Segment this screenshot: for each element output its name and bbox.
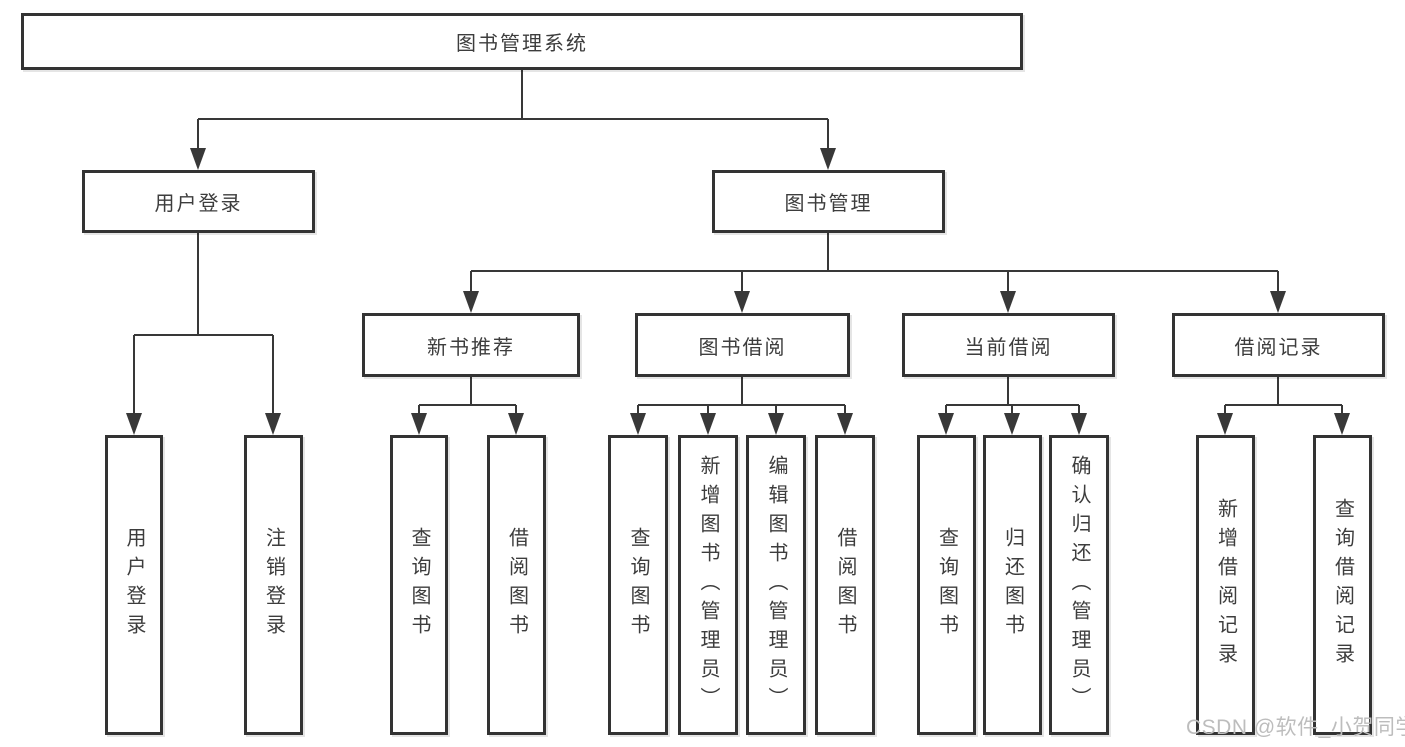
connector-book-management-to-level3: [470, 233, 1279, 297]
arrow-down-icon: [190, 148, 206, 170]
arrow-down-icon: [820, 148, 836, 170]
node-label: 确认归还（管理员）: [1068, 454, 1090, 716]
arrow-down-icon: [1000, 291, 1016, 313]
connector-current-to-leaves: [945, 377, 1080, 418]
node-return-books: 归还图书: [983, 435, 1042, 735]
node-library-system: 图书管理系统: [21, 13, 1023, 70]
arrow-down-icon: [1004, 413, 1020, 435]
node-query-books-current: 查询图书: [917, 435, 976, 735]
node-borrowing-records: 借阅记录: [1172, 313, 1385, 377]
node-query-books-recommend: 查询图书: [390, 435, 448, 735]
node-label: 图书借阅: [698, 336, 787, 359]
node-query-books-borrowing: 查询图书: [608, 435, 668, 735]
node-label: 归还图书: [1001, 527, 1024, 643]
csdn-watermark: CSDN @软件_小贺同学: [1186, 716, 1405, 739]
arrow-down-icon: [938, 413, 954, 435]
node-confirm-return-admin: 确认归还（管理员）: [1049, 435, 1109, 735]
arrow-down-icon: [265, 413, 281, 435]
node-borrow-books-borrowing: 借阅图书: [815, 435, 875, 735]
node-borrow-books-recommend: 借阅图书: [487, 435, 546, 735]
arrow-down-icon: [1217, 413, 1233, 435]
node-label: 查询图书: [408, 527, 430, 643]
node-book-borrowing: 图书借阅: [635, 313, 850, 377]
node-book-management: 图书管理: [712, 170, 945, 233]
node-label: 新增借阅记录: [1214, 498, 1237, 672]
connector-user-login-to-leaves: [133, 233, 274, 418]
node-current-borrowing: 当前借阅: [902, 313, 1115, 377]
node-add-borrow-record: 新增借阅记录: [1196, 435, 1255, 735]
node-label: 新书推荐: [427, 336, 515, 359]
node-new-book-recommend: 新书推荐: [362, 313, 580, 377]
node-label: 查询图书: [935, 527, 958, 643]
node-label: 借阅图书: [834, 527, 856, 643]
node-edit-books-admin: 编辑图书（管理员）: [746, 435, 806, 735]
node-label: 编辑图书（管理员）: [765, 454, 787, 716]
arrow-down-icon: [734, 291, 750, 313]
node-logout-action: 注销登录: [244, 435, 303, 735]
arrow-down-icon: [463, 291, 479, 313]
node-label: 借阅记录: [1234, 336, 1323, 359]
node-user-login: 用户登录: [82, 170, 315, 233]
arrow-down-icon: [837, 413, 853, 435]
arrow-down-icon: [630, 413, 646, 435]
node-add-books-admin: 新增图书（管理员）: [678, 435, 738, 735]
node-label: 查询图书: [627, 527, 649, 643]
node-label: 注销登录: [262, 527, 285, 643]
connector-root-to-level2: [197, 70, 829, 152]
node-label: 用户登录: [123, 527, 145, 643]
node-query-borrow-record: 查询借阅记录: [1313, 435, 1372, 735]
node-label: 用户登录: [154, 193, 243, 215]
node-label: 查询借阅记录: [1331, 498, 1354, 672]
arrow-down-icon: [1334, 413, 1350, 435]
arrow-down-icon: [126, 413, 142, 435]
node-label: 新增图书（管理员）: [697, 454, 719, 716]
arrow-down-icon: [768, 413, 784, 435]
arrow-down-icon: [411, 413, 427, 435]
arrow-down-icon: [700, 413, 716, 435]
node-label: 当前借阅: [964, 336, 1053, 359]
connector-borrowing-to-leaves: [637, 377, 846, 418]
node-label: 图书管理系统: [456, 33, 588, 55]
node-user-login-action: 用户登录: [105, 435, 163, 735]
arrow-down-icon: [1071, 413, 1087, 435]
connector-records-to-leaves: [1224, 377, 1343, 418]
node-label: 图书管理: [784, 193, 873, 215]
arrow-down-icon: [508, 413, 524, 435]
connector-recommend-to-leaves: [418, 377, 517, 418]
arrow-down-icon: [1270, 291, 1286, 313]
node-label: 借阅图书: [505, 527, 528, 643]
